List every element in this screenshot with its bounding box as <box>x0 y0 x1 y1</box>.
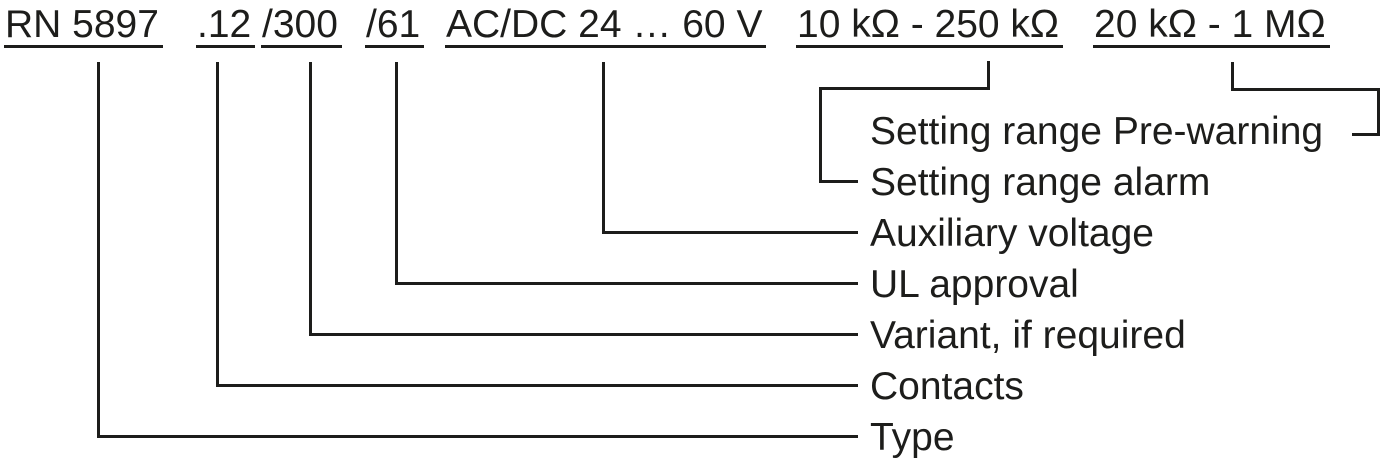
connector-contacts-horizontal <box>216 384 858 387</box>
connector-prewarning-drop <box>1231 62 1234 91</box>
connector-variant-horizontal <box>309 333 858 336</box>
connector-prewarning-vertical <box>1377 88 1380 136</box>
connector-prewarning-shelf <box>1231 88 1380 91</box>
connector-type-vertical <box>97 62 100 438</box>
label-setting-range-prewarning: Setting range Pre-warning <box>870 110 1324 153</box>
code-segment-ul: /61 <box>365 5 425 48</box>
connector-variant-vertical <box>309 62 312 336</box>
code-segment-type: RN 5897 <box>4 5 163 48</box>
connector-aux-vertical <box>602 62 605 234</box>
code-segment-variant: /300 <box>261 5 342 48</box>
connector-type-horizontal <box>97 435 858 438</box>
label-variant-if-required: Variant, if required <box>870 314 1186 357</box>
connector-ul-horizontal <box>395 282 858 285</box>
connector-contacts-vertical <box>216 62 219 387</box>
code-segment-aux: AC/DC 24 … 60 V <box>445 5 767 48</box>
connector-alarm-dash <box>819 180 858 183</box>
code-segment-contacts: .12 <box>196 5 256 48</box>
label-setting-range-alarm: Setting range alarm <box>870 161 1211 204</box>
code-segment-alarm: 10 kΩ - 250 kΩ <box>796 5 1064 48</box>
code-segment-prewarning: 20 kΩ - 1 MΩ <box>1093 5 1330 48</box>
connector-aux-horizontal <box>602 231 858 234</box>
connector-alarm-drop <box>987 61 990 90</box>
label-ul-approval: UL approval <box>870 263 1079 306</box>
label-auxiliary-voltage: Auxiliary voltage <box>870 212 1154 255</box>
connector-prewarning-dash <box>1352 133 1380 136</box>
connector-alarm-vertical <box>819 87 822 183</box>
label-contacts: Contacts <box>870 365 1024 408</box>
label-type: Type <box>870 416 955 459</box>
connector-ul-vertical <box>395 62 398 285</box>
connector-alarm-shelf <box>819 87 990 90</box>
